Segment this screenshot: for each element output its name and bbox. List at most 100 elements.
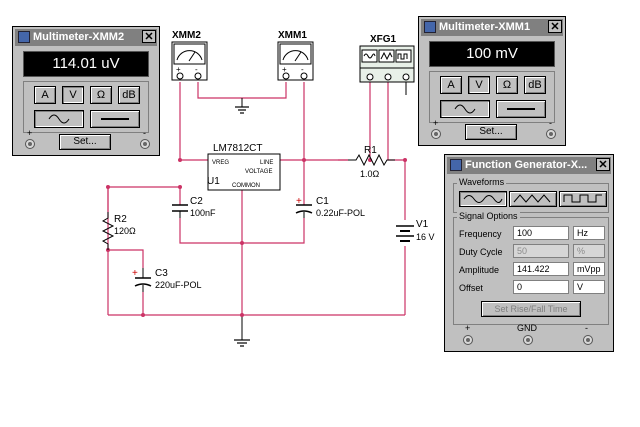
ground-symbol [234,106,250,347]
multimeter-xmm2-window[interactable]: Multimeter-XMM2 ✕ 114.01 uV A V Ω dB + -… [12,26,160,156]
fg-gnd-label: GND [517,323,537,333]
multimeter-xmm1-display: 100 mV [429,41,555,67]
close-button[interactable]: ✕ [142,30,156,43]
multimeter-xmm2-minus-label: - [143,128,146,138]
regulator-voltage-pin: VOLTAGE [245,169,272,175]
multimeter-xmm1-title: Multimeter-XMM1 [439,21,531,33]
xmm2-label: XMM2 [172,30,201,41]
resistor-r2[interactable] [101,212,115,250]
sine-wave-icon [454,104,476,114]
ac-signal-button[interactable] [440,100,490,118]
decibel-mode-button[interactable]: dB [118,86,140,104]
capacitor-c3[interactable] [134,268,152,292]
amplitude-label: Amplitude [459,265,500,275]
fg-gnd-terminal[interactable] [523,335,533,345]
c1-polarity-mark: + [296,196,302,207]
c3-polarity-mark: + [132,268,138,279]
dc-line-icon [101,118,129,120]
function-generator-window[interactable]: Function Generator-X... ✕ Waveforms Sign… [444,154,614,352]
regulator-line-pin: LINE [260,160,273,166]
offset-unit-select[interactable]: V [573,280,605,294]
regulator-common-pin: COMMON [232,183,260,189]
sine-waveform-button[interactable] [459,191,507,207]
c3-value-label: 220uF-POL [155,280,202,290]
offset-input[interactable]: 0 [513,280,569,294]
xmm1-plus-label: + [282,65,287,74]
r2-value-label: 120Ω [114,226,136,236]
c2-value-label: 100nF [190,208,216,218]
frequency-unit-select[interactable]: Hz [573,226,605,240]
triangle-wave-icon [513,194,551,203]
multimeter-xmm2-display: 114.01 uV [23,51,149,77]
multimeter-xmm2-set-button[interactable]: Set... [59,134,111,150]
multimeter-xmm1-window[interactable]: Multimeter-XMM1 ✕ 100 mV A V Ω dB + - Se… [418,16,566,146]
xmm1-meter-icon[interactable]: + - [277,41,314,81]
xmm1-minus-label: - [301,65,304,74]
duty-cycle-label: Duty Cycle [459,247,503,257]
dc-signal-button[interactable] [496,100,546,118]
c2-ref-label: C2 [190,196,203,207]
triangle-waveform-button[interactable] [509,191,557,207]
frequency-input[interactable]: 100 [513,226,569,240]
signal-options-group [453,217,609,325]
signal-options-label: Signal Options [457,211,520,221]
battery-v1[interactable] [396,220,414,246]
duty-cycle-input[interactable]: 50 [513,244,569,258]
waveforms-group [453,183,609,213]
multimeter-xmm1-plus-terminal[interactable] [431,129,441,139]
capacitor-c1[interactable] [295,204,313,218]
decibel-mode-button[interactable]: dB [524,76,546,94]
amplitude-unit-select[interactable]: mVpp [573,262,605,276]
set-rise-fall-time-button[interactable]: Set Rise/Fall Time [481,301,581,317]
multimeter-xmm2-plus-label: + [27,128,33,138]
c1-ref-label: C1 [316,196,329,207]
fg-minus-label: - [585,323,588,333]
resistor-r1[interactable] [348,153,395,167]
xmm2-meter-icon[interactable]: + - [171,41,208,81]
r1-ref-label: R1 [364,145,377,156]
ammeter-mode-button[interactable]: A [440,76,462,94]
waveforms-label: Waveforms [457,177,507,187]
multimeter-app-icon [424,21,436,33]
multimeter-xmm1-controls: A V Ω dB [429,71,555,123]
fg-minus-terminal[interactable] [583,335,593,345]
close-button[interactable]: ✕ [548,20,562,33]
multimeter-xmm2-plus-terminal[interactable] [25,139,35,149]
function-generator-title: Function Generator-X... [465,159,588,171]
square-waveform-button[interactable] [559,191,607,207]
v1-ref-label: V1 [416,219,429,230]
frequency-label: Frequency [459,229,502,239]
ammeter-mode-button[interactable]: A [34,86,56,104]
ac-signal-button[interactable] [34,110,84,128]
multimeter-xmm2-minus-terminal[interactable] [140,139,150,149]
multimeter-app-icon [18,31,30,43]
r1-value-label: 1.0Ω [360,169,380,179]
dc-signal-button[interactable] [90,110,140,128]
regulator-u1[interactable] [207,153,281,191]
fg-plus-terminal[interactable] [463,335,473,345]
regulator-vreg-pin: VREG [212,160,229,166]
multimeter-xmm1-minus-terminal[interactable] [546,129,556,139]
function-generator-titlebar[interactable]: Function Generator-X... ✕ [447,157,611,174]
dc-line-icon [507,108,535,110]
ohmmeter-mode-button[interactable]: Ω [496,76,518,94]
v1-value-label: 16 V [416,232,435,242]
xmm1-label: XMM1 [278,30,307,41]
xfg1-generator-icon[interactable] [359,45,415,83]
offset-label: Offset [459,283,483,293]
ohmmeter-mode-button[interactable]: Ω [90,86,112,104]
multimeter-xmm1-titlebar[interactable]: Multimeter-XMM1 ✕ [421,19,563,36]
close-button[interactable]: ✕ [596,158,610,171]
amplitude-input[interactable]: 141.422 [513,262,569,276]
multimeter-xmm2-titlebar[interactable]: Multimeter-XMM2 ✕ [15,29,157,46]
voltmeter-mode-button[interactable]: V [468,76,490,94]
voltmeter-mode-button[interactable]: V [62,86,84,104]
sine-wave-icon [463,195,503,203]
capacitor-c2[interactable] [172,204,188,218]
xmm2-minus-label: - [195,65,198,74]
r2-ref-label: R2 [114,214,127,225]
function-generator-app-icon [450,159,462,171]
multimeter-xmm1-set-button[interactable]: Set... [465,124,517,140]
